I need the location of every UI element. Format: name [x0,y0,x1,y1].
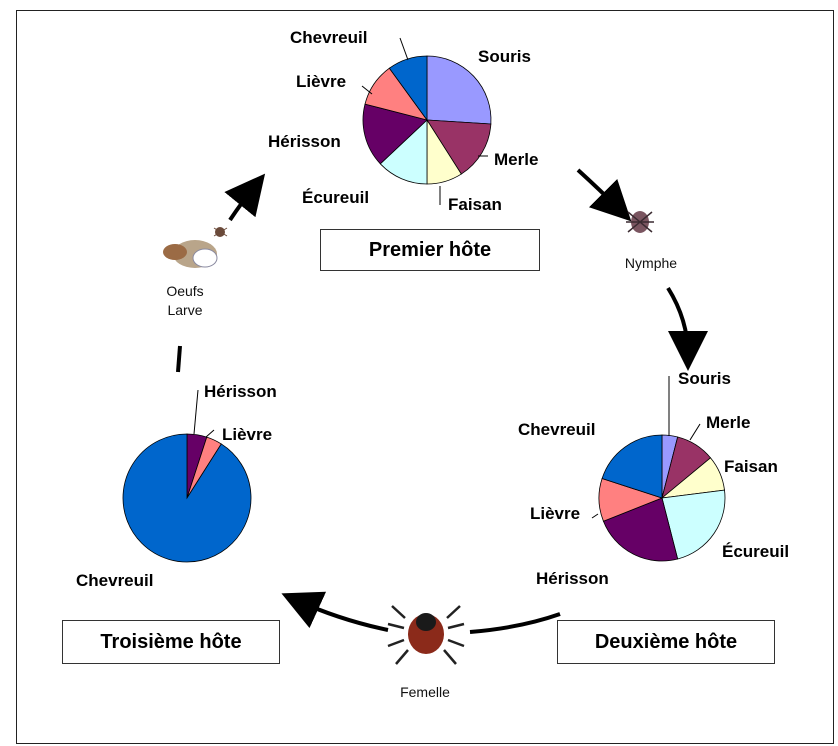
pie-leader-line [205,429,215,438]
pie-label-0-Lièvre: Lièvre [296,72,346,91]
arrow-nymph-to-second [666,286,708,371]
first-host-box: Premier hôte [320,229,540,271]
pie-leader-line [591,513,599,519]
eggs-larva-label: Oeufs Larve [140,282,230,320]
pie-slice-0-Hérisson [362,103,428,165]
female-tick-illustration [387,605,465,665]
eggs-label: Oeufs [166,283,204,299]
nymph-label: Nymphe [624,255,678,271]
pie-slice-1-Chevreuil [601,434,663,499]
second-host-label: Deuxième hôte [594,630,738,653]
arrow-first-to-nymph [576,168,632,222]
eggs-larva-illustration [163,227,228,268]
nymph-illustration [626,211,654,233]
arrow-female-to-third [281,591,389,632]
pie-leader-line [399,37,409,61]
pie-label-0-Merle: Merle [494,150,538,169]
larva-label: Larve [167,302,203,318]
pie-label-0-Faisan: Faisan [448,195,502,214]
pie-label-1-Hérisson: Hérisson [536,569,609,588]
pie-slice-0-Souris [426,55,492,125]
pie-label-2-Lièvre: Lièvre [222,425,272,444]
pie-leader-line [689,423,701,441]
pie-label-1-Faisan: Faisan [724,457,778,476]
pie-label-2-Chevreuil: Chevreuil [76,571,153,590]
pie-label-0-Écureuil: Écureuil [302,188,369,207]
pie-label-1-Merle: Merle [706,413,750,432]
pie-label-1-Lièvre: Lièvre [530,504,580,523]
host-pie-charts: SourisMerleFaisanÉcureuilHérissonLièvreC… [76,28,789,590]
first-host-label: Premier hôte [368,238,492,261]
pie-label-0-Souris: Souris [478,47,531,66]
pie-slice-2-Chevreuil [122,433,252,563]
arrow-second-to-female [469,612,561,634]
pie-label-1-Écureuil: Écureuil [722,542,789,561]
pie-slice-1-Hérisson [602,497,679,562]
pie-label-2-Hérisson: Hérisson [204,382,277,401]
female-label: Femelle [400,684,450,700]
second-host-box: Deuxième hôte [557,620,775,664]
pie-label-0-Chevreuil: Chevreuil [290,28,367,47]
third-host-label: Troisième hôte [100,630,242,653]
arrow-larva-to-first [224,173,266,222]
pie-slice-1-Écureuil [661,489,726,560]
pie-slice-0-Merle [426,119,492,175]
third-host-box: Troisième hôte [62,620,280,664]
pie-leader-line [193,389,199,435]
pie-leader-line [361,85,373,95]
arrow-third-to-eggs [176,345,182,373]
pie-label-1-Souris: Souris [678,369,731,388]
pie-label-0-Hérisson: Hérisson [268,132,341,151]
pie-label-1-Chevreuil: Chevreuil [518,420,595,439]
